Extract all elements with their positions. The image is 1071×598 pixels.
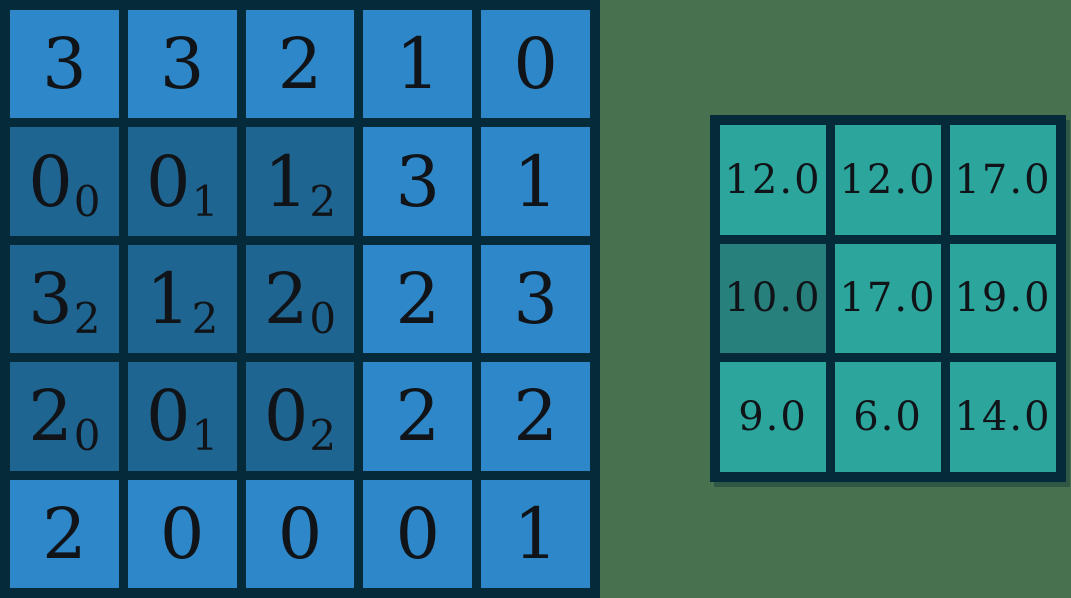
kernel-weight-subscript: 1 bbox=[191, 176, 219, 226]
cell-value: 3 bbox=[395, 140, 441, 223]
cell-value: 12.0 bbox=[724, 156, 822, 203]
cell-value: 19.0 bbox=[954, 275, 1052, 322]
cell-value: 3 bbox=[159, 23, 205, 106]
input-cell-r1c4: 1 bbox=[481, 127, 590, 236]
kernel-weight-subscript: 0 bbox=[73, 176, 101, 226]
cell-value: 3 bbox=[42, 23, 87, 106]
cell-value: 2 bbox=[513, 375, 558, 458]
cell-value: 17.0 bbox=[954, 156, 1052, 203]
cell-value: 0 bbox=[263, 375, 309, 458]
output-cell-r0c1: 12.0 bbox=[835, 125, 941, 235]
kernel-weight-subscript: 0 bbox=[309, 294, 337, 344]
cell-value: 0 bbox=[513, 23, 558, 106]
input-cell-r0c4: 0 bbox=[481, 10, 590, 119]
cell-value: 2 bbox=[42, 492, 87, 575]
kernel-weight-subscript: 2 bbox=[191, 294, 219, 344]
input-cell-r3c3: 2 bbox=[363, 362, 473, 471]
cell-value: 1 bbox=[513, 492, 558, 575]
input-cell-r4c3: 0 bbox=[363, 479, 473, 588]
input-cell-r2c3: 2 bbox=[363, 244, 473, 354]
kernel-weight-subscript: 1 bbox=[191, 411, 219, 461]
cell-value: 10.0 bbox=[724, 275, 822, 322]
cell-value: 6.0 bbox=[853, 394, 923, 441]
input-cell-r4c0: 2 bbox=[10, 479, 119, 588]
cell-value: 2 bbox=[28, 375, 73, 458]
cell-value: 0 bbox=[146, 375, 191, 458]
kernel-weight-subscript: 2 bbox=[309, 411, 337, 461]
input-cell-r0c0: 3 bbox=[10, 10, 119, 119]
output-cell-r1c0: 10.0 bbox=[720, 243, 826, 354]
output-cell-r2c1: 6.0 bbox=[835, 362, 941, 472]
output-cell-r0c2: 17.0 bbox=[950, 125, 1056, 235]
input-cell-r3c4: 2 bbox=[481, 362, 590, 471]
cell-value: 14.0 bbox=[954, 394, 1052, 441]
cell-value: 17.0 bbox=[839, 275, 937, 322]
cell-value: 0 bbox=[146, 140, 191, 223]
cell-value: 12.0 bbox=[839, 156, 937, 203]
kernel-weight-subscript: 2 bbox=[309, 176, 337, 226]
kernel-weight-subscript: 2 bbox=[73, 294, 101, 344]
cell-value: 2 bbox=[395, 257, 441, 340]
output-cell-r2c0: 9.0 bbox=[720, 362, 826, 472]
output-grid: 12.0 12.0 17.0 10.0 17.0 19.0 9.0 6.0 14… bbox=[710, 115, 1066, 482]
cell-value: 3 bbox=[513, 257, 558, 340]
input-cell-r4c1: 0 bbox=[127, 479, 237, 588]
input-cell-r4c4: 1 bbox=[481, 479, 590, 588]
cell-value: 3 bbox=[28, 257, 73, 340]
cell-value: 9.0 bbox=[738, 394, 808, 441]
output-cell-r1c2: 19.0 bbox=[950, 243, 1056, 354]
cell-value: 2 bbox=[263, 257, 309, 340]
input-cell-r1c3: 3 bbox=[363, 127, 473, 236]
input-cell-r0c2: 2 bbox=[245, 10, 355, 119]
cell-value: 0 bbox=[159, 492, 205, 575]
cell-value: 2 bbox=[395, 375, 441, 458]
cell-value: 1 bbox=[395, 23, 441, 106]
output-cell-r0c0: 12.0 bbox=[720, 125, 826, 235]
cell-value: 0 bbox=[277, 492, 323, 575]
cell-value: 1 bbox=[513, 140, 558, 223]
input-cell-r0c3: 1 bbox=[363, 10, 473, 119]
output-cell-r1c1: 17.0 bbox=[835, 243, 941, 354]
cell-value: 0 bbox=[28, 140, 73, 223]
input-cell-r4c2: 0 bbox=[245, 479, 355, 588]
cell-value: 2 bbox=[277, 23, 323, 106]
input-cell-r0c1: 3 bbox=[127, 10, 237, 119]
output-cell-r2c2: 14.0 bbox=[950, 362, 1056, 472]
cell-value: 1 bbox=[146, 257, 191, 340]
cell-value: 0 bbox=[395, 492, 441, 575]
cell-value: 1 bbox=[263, 140, 309, 223]
kernel-weight-subscript: 0 bbox=[73, 411, 101, 461]
input-cell-r2c4: 3 bbox=[481, 244, 590, 354]
